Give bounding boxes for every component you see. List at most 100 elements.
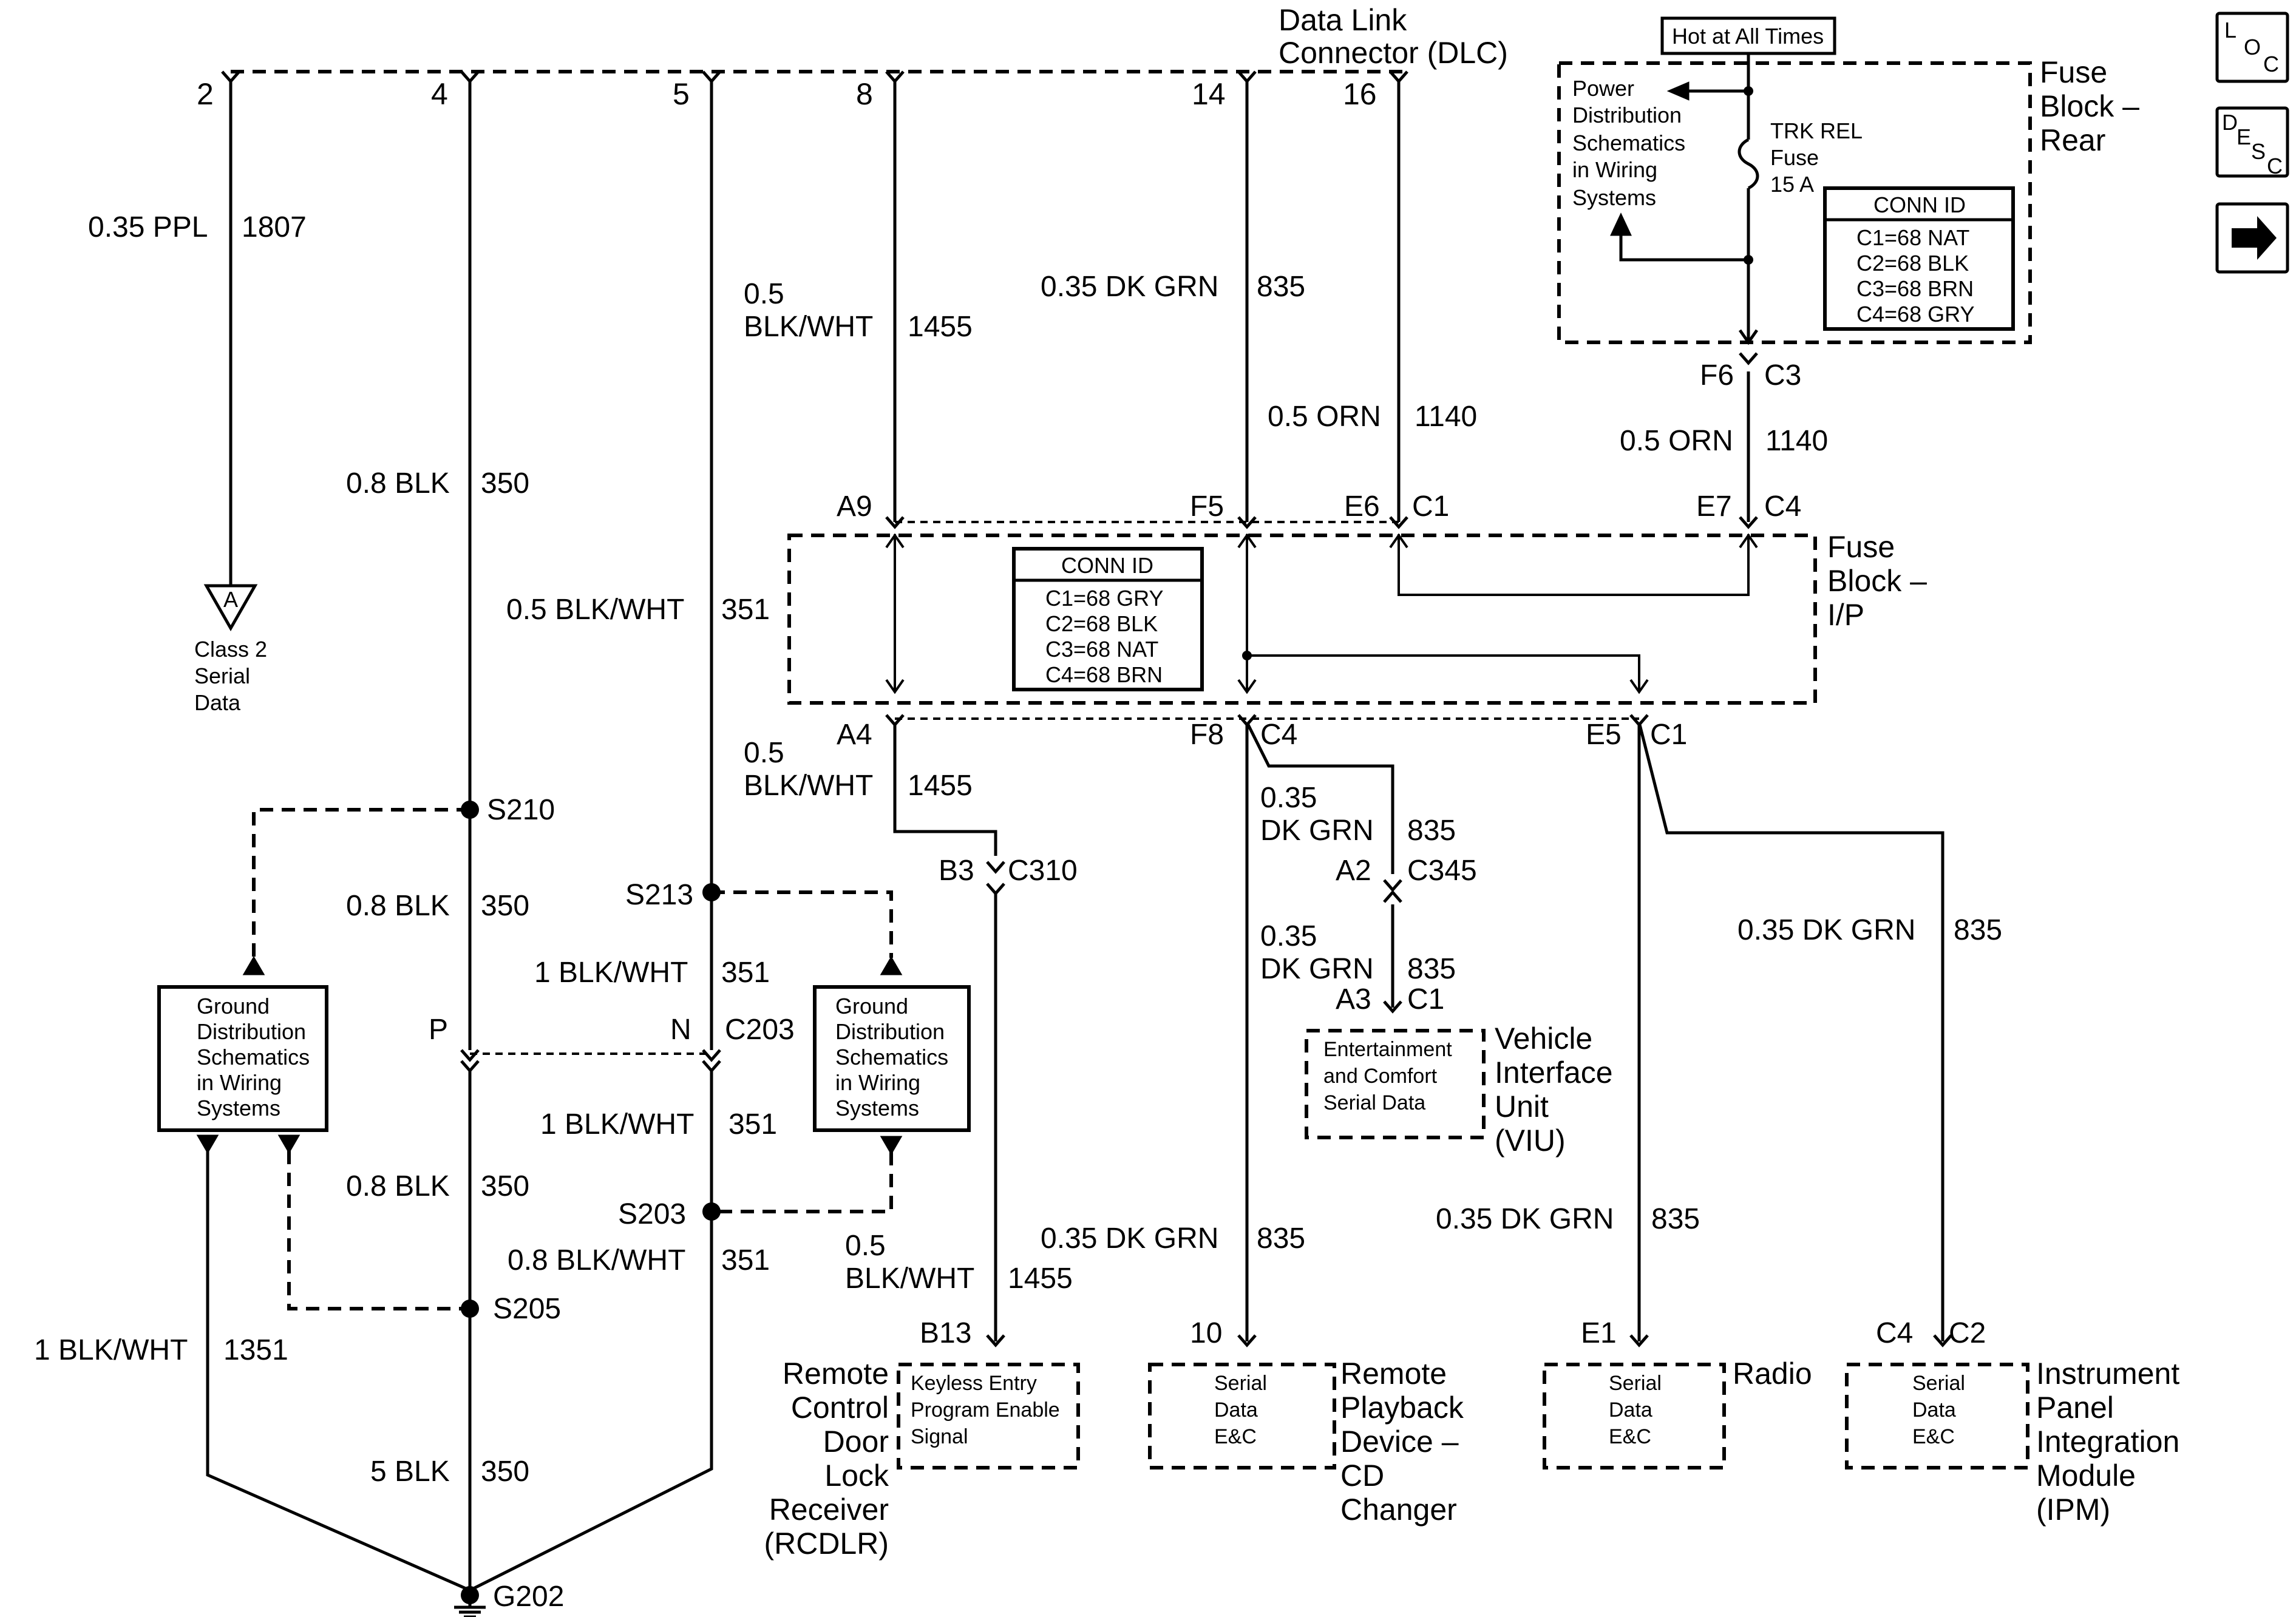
wire-1351: 1 BLK/WHT 1351 <box>34 1141 471 1592</box>
connector-labels: F6 C3 E7 C4 A9 F5 E6 C1 A4 F8 C4 E5 C1 B… <box>429 359 1986 1349</box>
fuse-ip-junction-dot <box>1242 651 1252 660</box>
rcdlr-name-line6: (RCDLR) <box>764 1527 889 1561</box>
cd-box-line1: Serial <box>1214 1372 1267 1395</box>
ipm-box-line2: Data <box>1912 1398 1956 1422</box>
conn-c1-e5: C1 <box>1650 719 1687 751</box>
rcdlr-box-line1: Keyless Entry <box>911 1372 1037 1395</box>
conn-c2-ipm: C2 <box>1949 1317 1986 1349</box>
viu-name-line4: (VIU) <box>1495 1124 1566 1158</box>
wire-351-circuit-c: 351 <box>729 1108 777 1141</box>
component-viu: Entertainment and Comfort Serial Data Ve… <box>1305 1022 1613 1158</box>
pds-line5: Systems <box>1572 185 1656 210</box>
wire-1140-size-a: 0.5 ORN <box>1268 401 1381 433</box>
rcdlr-name-line5: Receiver <box>769 1493 889 1527</box>
radio-box-line2: Data <box>1609 1398 1652 1422</box>
conn-c4-rear: C4 <box>1764 490 1801 523</box>
splice-s205-label: S205 <box>493 1293 561 1325</box>
pds-line2: Distribution <box>1572 103 1682 127</box>
conn-e5: E5 <box>1586 719 1622 751</box>
wire-1140-circuit-a: 1140 <box>1415 401 1477 433</box>
wire-1140-circuit-b: 1140 <box>1765 425 1828 457</box>
desc-letter-c: C <box>2267 154 2283 178</box>
cd-name-line2: Playback <box>1340 1391 1464 1425</box>
trk-rel-fuse-symbol <box>1737 138 1759 190</box>
conn-c1-viu: C1 <box>1407 983 1444 1015</box>
conn-id-rear: CONN ID C1=68 NAT C2=68 BLK C3=68 BRN C4… <box>1823 186 2015 331</box>
wire-835-circuit-b: 835 <box>1407 815 1456 847</box>
dlc-pin-16: 16 <box>1343 77 1377 111</box>
conn-e6: E6 <box>1344 490 1380 523</box>
gd-right-line1: Ground <box>835 994 908 1019</box>
wire-351-size-d: 0.8 BLK/WHT <box>508 1244 685 1276</box>
wire-835-size-e: 0.35 DK GRN <box>1041 1222 1218 1255</box>
cd-name-line3: Device – <box>1340 1425 1459 1459</box>
radio-name: Radio <box>1733 1357 1812 1391</box>
wire-835: 0.35 DK GRN 835 0.35 DK GRN 835 0.35 DK … <box>1041 81 2002 1341</box>
wire-350-size-c: 0.8 BLK <box>346 1170 450 1202</box>
conn-10: 10 <box>1190 1317 1222 1349</box>
gd-right-line4: in Wiring <box>835 1070 920 1095</box>
loc-button[interactable]: L O C <box>2215 12 2289 83</box>
radio-box-line1: Serial <box>1609 1372 1662 1395</box>
gd-left-line2: Distribution <box>197 1019 306 1044</box>
dlc-terminals <box>221 70 1408 84</box>
wire-1455-size-b2: BLK/WHT <box>744 770 873 802</box>
ipm-name-line3: Integration <box>2036 1425 2179 1459</box>
fuse-block-ip-outline <box>787 534 1817 705</box>
wire-835-circuit-a: 835 <box>1257 271 1305 303</box>
component-rcdlr: Keyless Entry Program Enable Signal Remo… <box>764 1357 1080 1561</box>
ground-distribution-right: Ground Distribution Schematics in Wiring… <box>712 890 971 1213</box>
conn-id-ip-title: CONN ID <box>1061 553 1153 578</box>
rcdlr-box-line3: Signal <box>911 1425 968 1448</box>
conn-c3: C3 <box>1764 359 1801 392</box>
wire-351-size-a: 0.5 BLK/WHT <box>506 594 684 626</box>
fuse-block-rear-title-line2: Block – <box>2040 89 2139 123</box>
wire-351: 0.5 BLK/WHT 351 1 BLK/WHT 351 1 BLK/WHT … <box>469 81 777 1592</box>
wire-1455-size-b1: 0.5 <box>744 737 784 769</box>
pds-line1: Power <box>1572 76 1634 101</box>
viu-name-line2: Interface <box>1495 1056 1613 1090</box>
rcdlr-name-line3: Door <box>823 1425 889 1459</box>
desc-button[interactable]: D E S C <box>2215 106 2289 178</box>
dlc-pin-2: 2 <box>197 77 214 111</box>
wire-350-size-d: 5 BLK <box>370 1456 450 1488</box>
connector-terminals <box>460 352 1952 1348</box>
cd-name-line1: Remote <box>1340 1357 1447 1391</box>
rcdlr-name-line1: Remote <box>783 1357 889 1391</box>
wire-835-size-b2: DK GRN <box>1260 815 1374 847</box>
wire-1455: 0.5 BLK/WHT 1455 0.5 BLK/WHT 1455 0.5 BL… <box>744 81 1073 1341</box>
fuse-block-ip: Fuse Block – I/P CONN ID C1=68 GRY C2=68… <box>787 530 1927 705</box>
loc-letter-l: L <box>2224 18 2237 42</box>
wire-351-size-b: 1 BLK/WHT <box>534 957 688 989</box>
wire-835-circuit-c: 835 <box>1407 953 1456 985</box>
class2-line1: Class 2 <box>194 637 267 662</box>
pds-line3: Schematics <box>1572 131 1685 155</box>
conn-a9: A9 <box>837 490 872 523</box>
ground-g202-label: G202 <box>493 1581 564 1613</box>
wire-350-size-a: 0.8 BLK <box>346 467 450 500</box>
wire-1351-circuit: 1351 <box>223 1334 288 1366</box>
fuse-block-ip-title-line2: Block – <box>1827 564 1927 598</box>
conn-c345: C345 <box>1407 855 1477 887</box>
next-page-button[interactable] <box>2215 202 2289 274</box>
fuse-ip-arrows <box>885 533 1758 694</box>
fuse-block-rear: Hot at All Times Power Distribution Sche… <box>1557 16 2139 345</box>
wire-835-size-a: 0.35 DK GRN <box>1041 271 1218 303</box>
wire-835-size-b1: 0.35 <box>1260 782 1317 814</box>
desc-letter-d: D <box>2222 110 2238 135</box>
wire-835-size-f: 0.35 DK GRN <box>1436 1203 1614 1235</box>
ground-distribution-left: Ground Distribution Schematics in Wiring… <box>157 808 470 1310</box>
conn-id-rear-title: CONN ID <box>1873 192 1966 217</box>
gd-right-line3: Schematics <box>835 1045 948 1070</box>
wire-1455-size-a2: BLK/WHT <box>744 311 873 343</box>
ipm-name-line1: Instrument <box>2036 1357 2179 1391</box>
conn-f8: F8 <box>1190 719 1224 751</box>
wire-835-size-d: 0.35 DK GRN <box>1737 914 1915 946</box>
fuse-rating: 15 A <box>1770 172 1814 197</box>
conn-b3: B3 <box>939 855 974 887</box>
viu-name-line3: Unit <box>1495 1090 1549 1124</box>
gd-right-line5: Systems <box>835 1096 919 1120</box>
radio-box-line3: E&C <box>1609 1425 1651 1448</box>
conn-f6: F6 <box>1700 359 1734 392</box>
